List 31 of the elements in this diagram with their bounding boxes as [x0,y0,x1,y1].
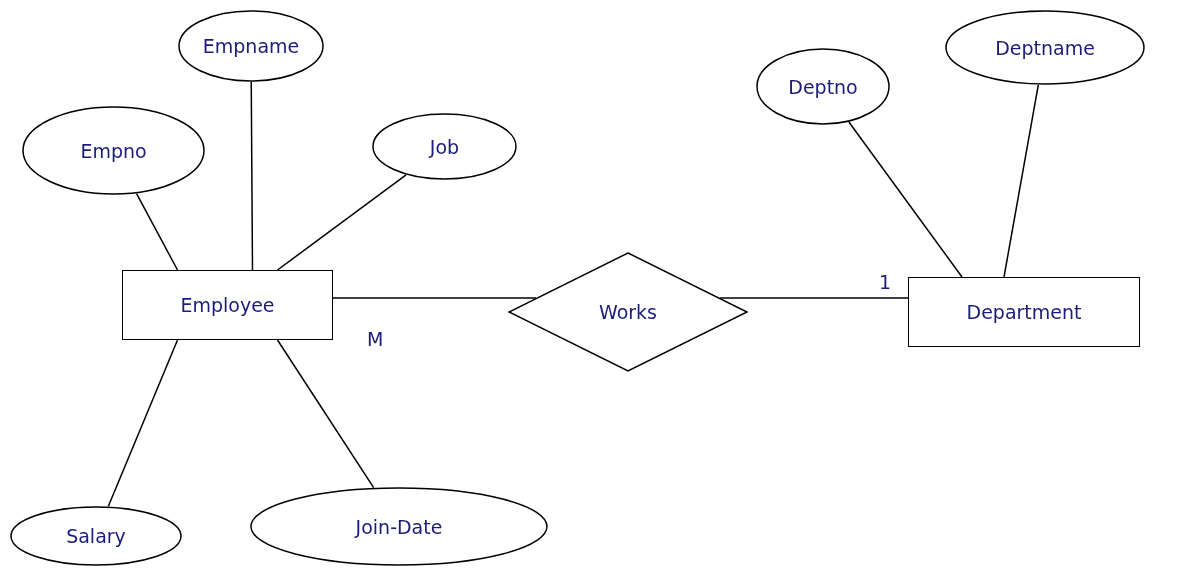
connector-line [276,174,407,271]
connector-line [276,339,375,489]
node-label: Empname [202,35,300,57]
cardinality-label: M [367,330,384,349]
node-label: Empno [80,139,147,162]
attribute-ellipse [372,113,517,180]
connector-line [250,81,254,271]
entity-box [908,277,1140,347]
node-label: Salary [66,525,126,547]
node-label: Works [599,301,657,323]
connector-line [107,339,179,508]
entity-box [122,270,333,340]
connector-line [848,121,963,278]
node-label: Department [966,301,1082,323]
attribute-ellipse [22,106,205,195]
relationship-diamond [508,252,748,372]
node-label: Deptno [788,75,858,98]
attribute-ellipse [250,487,548,566]
node-label: Job [429,135,460,158]
node-label: Join-Date [355,515,443,538]
connector-line [135,192,179,271]
node-label: Deptname [995,36,1095,59]
attribute-ellipse [10,506,182,566]
cardinality-label: 1 [879,273,892,292]
node-label: Employee [180,294,275,316]
attribute-ellipse [756,48,890,125]
connector-line [719,297,909,299]
attribute-ellipse [178,10,324,82]
connector-line [1003,84,1040,278]
attribute-ellipse [945,10,1145,85]
connector-line [332,297,537,299]
